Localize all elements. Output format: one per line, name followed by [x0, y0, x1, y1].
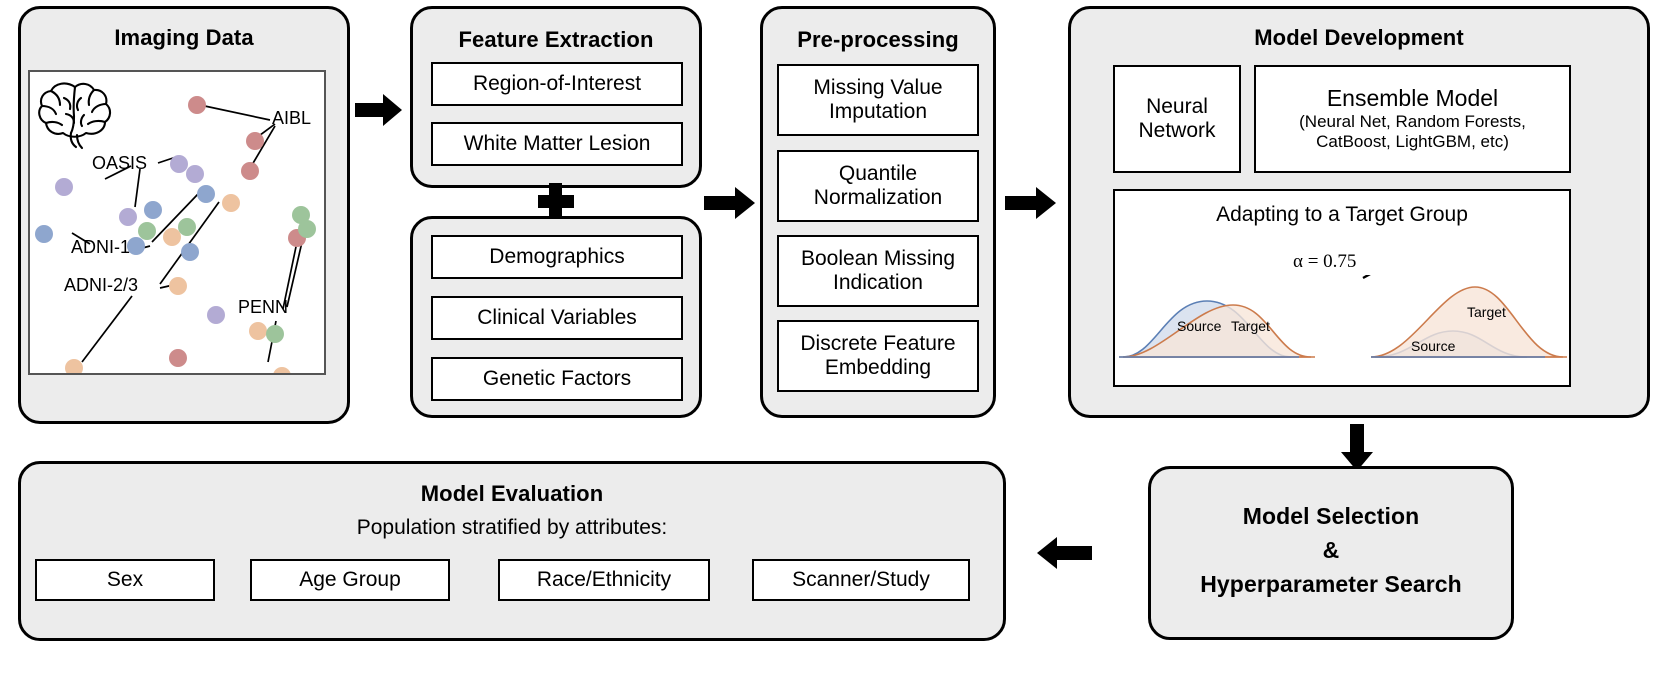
model-selection-line2: & [1322, 537, 1340, 563]
box-region-of-interest[interactable]: Region-of-Interest [431, 62, 683, 106]
box-boolean-missing-indication[interactable]: Boolean Missing Indication [777, 235, 979, 307]
box-boolean-missing-indication-label: Boolean Missing Indication [800, 247, 956, 294]
arrow-selection-to-evaluation [1036, 536, 1092, 575]
model-evaluation-subtitle: Population stratified by attributes: [356, 516, 668, 539]
plus-icon [538, 183, 574, 219]
scatter-point [55, 178, 73, 196]
scatter-point [266, 325, 284, 343]
scatter-point [292, 206, 310, 224]
scatter-point [181, 243, 199, 261]
box-neural-network[interactable]: Neural Network [1113, 65, 1241, 173]
imaging-data-title: Imaging Data [114, 25, 254, 50]
arrow-preprocessing-to-model [1005, 186, 1057, 225]
scatter-point [127, 237, 145, 255]
preprocessing-title: Pre-processing [797, 27, 959, 52]
panel-model-selection[interactable]: Model Selection & Hyperparameter Search [1148, 466, 1514, 640]
box-ensemble-model-subtitle: (Neural Net, Random Forests, CatBoost, L… [1299, 112, 1526, 152]
box-attribute-race-ethnicity[interactable]: Race/Ethnicity [498, 559, 710, 601]
scatter-point [144, 201, 162, 219]
scatter-point [246, 132, 264, 150]
arrow-feature-to-preprocessing [704, 186, 756, 225]
box-discrete-feature-embedding-label: Discrete Feature Embedding [800, 332, 956, 379]
box-genetic-factors[interactable]: Genetic Factors [431, 357, 683, 401]
scatter-point [273, 367, 291, 373]
box-demographics[interactable]: Demographics [431, 235, 683, 279]
box-region-of-interest-label: Region-of-Interest [472, 72, 642, 96]
box-attribute-sex-label: Sex [106, 568, 144, 592]
svg-text:Source: Source [1411, 338, 1456, 354]
box-attribute-age-group-label: Age Group [299, 568, 401, 592]
box-attribute-age-group[interactable]: Age Group [250, 559, 450, 601]
scatter-point [197, 185, 215, 203]
feature-extraction-title: Feature Extraction [458, 27, 654, 52]
box-genetic-factors-label: Genetic Factors [482, 367, 632, 391]
scatter-label-adni23: ADNI-2/3 [64, 275, 139, 295]
box-discrete-feature-embedding[interactable]: Discrete Feature Embedding [777, 320, 979, 392]
scatter-point [170, 155, 188, 173]
box-attribute-scanner-study-label: Scanner/Study [792, 568, 930, 592]
scatter-point [163, 228, 181, 246]
adapting-title: Adapting to a Target Group [1216, 203, 1468, 226]
scatter-point [169, 277, 187, 295]
box-attribute-sex[interactable]: Sex [35, 559, 215, 601]
scatter-point [207, 306, 225, 324]
box-clinical-variables-label: Clinical Variables [477, 306, 637, 330]
svg-text:Source: Source [1177, 318, 1222, 334]
scatter-point [178, 218, 196, 236]
scatter-point [241, 162, 259, 180]
box-white-matter-lesion[interactable]: White Matter Lesion [431, 122, 683, 166]
model-evaluation-title: Model Evaluation [420, 481, 604, 506]
scatter-label-penn: PENN [238, 297, 289, 317]
box-demographics-label: Demographics [489, 245, 625, 269]
panel-model-evaluation[interactable]: Model Evaluation Population stratified b… [18, 461, 1006, 641]
box-neural-network-label: Neural Network [1138, 95, 1216, 142]
box-ensemble-model[interactable]: Ensemble Model (Neural Net, Random Fores… [1254, 65, 1571, 173]
box-missing-value-imputation[interactable]: Missing Value Imputation [777, 64, 979, 136]
scatter-point [119, 208, 137, 226]
box-clinical-variables[interactable]: Clinical Variables [431, 296, 683, 340]
scatter-point [222, 194, 240, 212]
scatter-point [169, 349, 187, 367]
box-attribute-scanner-study[interactable]: Scanner/Study [752, 559, 970, 601]
svg-text:Target: Target [1231, 318, 1270, 334]
arrow-model-to-selection [1340, 424, 1374, 477]
svg-text:Target: Target [1467, 304, 1506, 320]
scatter-point [186, 165, 204, 183]
box-adapting-to-target-group[interactable]: Adapting to a Target Group α = 0.75 Sour… [1113, 189, 1571, 387]
box-white-matter-lesion-label: White Matter Lesion [463, 132, 651, 156]
box-quantile-normalization[interactable]: Quantile Normalization [777, 150, 979, 222]
model-selection-line3: Hyperparameter Search [1200, 571, 1462, 597]
distribution-plots: Source Target Target Source [1119, 275, 1567, 358]
scatter-label-aibl: AIBL [272, 108, 312, 128]
arrow-imaging-to-feature [355, 93, 403, 132]
scatter-label-adni1: ADNI-1 [71, 237, 131, 257]
model-development-title: Model Development [1254, 25, 1464, 50]
box-quantile-normalization-label: Quantile Normalization [813, 162, 943, 209]
box-ensemble-model-title: Ensemble Model [1326, 84, 1499, 111]
imaging-scatter-plot: AIBL OASIS ADNI-1 ADNI-2/3 PENN [28, 70, 326, 375]
brain-icon [38, 82, 112, 150]
scatter-point [138, 222, 156, 240]
box-attribute-race-ethnicity-label: Race/Ethnicity [536, 568, 672, 592]
scatter-label-oasis: OASIS [92, 153, 148, 173]
scatter-point [249, 322, 267, 340]
scatter-point [35, 225, 53, 243]
scatter-point [188, 96, 206, 114]
scatter-point [65, 359, 83, 373]
model-selection-line1: Model Selection [1242, 503, 1420, 529]
alpha-value-label: α = 0.75 [1293, 251, 1357, 272]
box-missing-value-imputation-label: Missing Value Imputation [813, 76, 943, 123]
scatter-point [298, 220, 316, 238]
